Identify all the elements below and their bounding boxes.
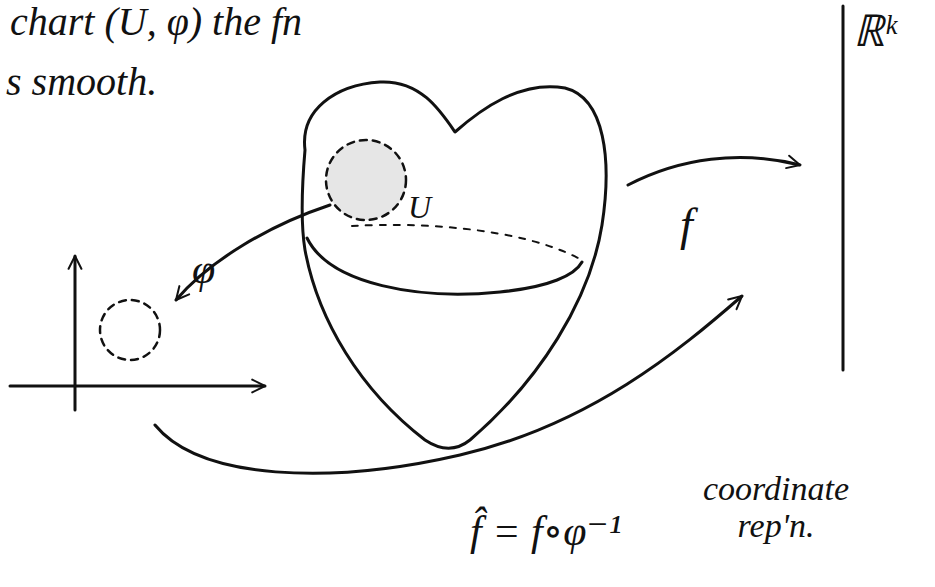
space-label: ℝᵏ: [853, 8, 896, 56]
note-text: s smooth.: [6, 60, 157, 104]
set-label: U: [408, 190, 431, 225]
note-text: coordinate rep'n.: [676, 470, 876, 545]
f-arrow: [628, 158, 800, 185]
phi-arrow: [176, 205, 330, 300]
x-axis: [10, 385, 265, 388]
manifold-outline: [302, 82, 606, 448]
equator-front: [307, 238, 582, 294]
equator-back: [352, 225, 578, 258]
map-label: f: [680, 200, 693, 251]
target-line: [842, 6, 845, 370]
image-disc: [100, 300, 160, 360]
map-label: φ: [192, 246, 215, 292]
composite-arrow: [155, 296, 742, 473]
note-text: chart (U, φ) the fn: [10, 0, 302, 44]
formula-label: f̂ = f∘φ⁻¹: [470, 508, 621, 554]
chart-domain: [326, 140, 406, 220]
